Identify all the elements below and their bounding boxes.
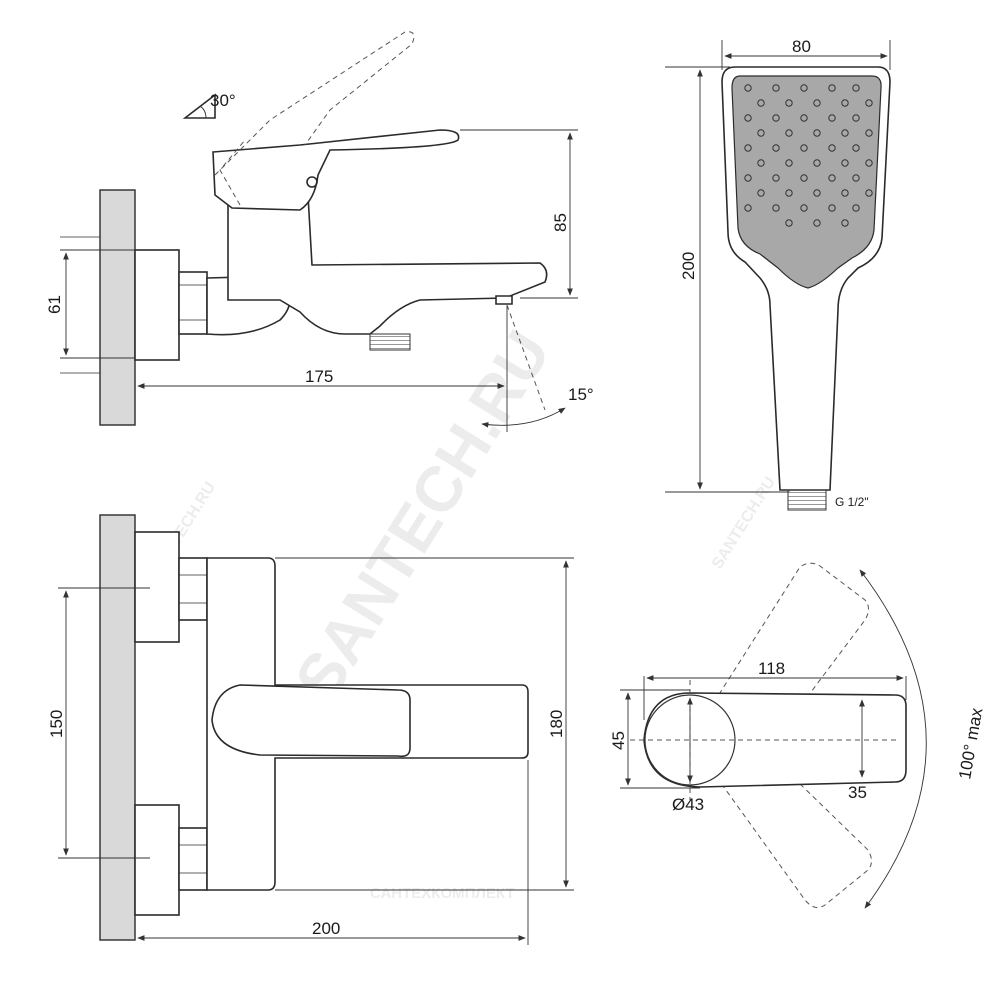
dim-head-width-80: 80 — [792, 37, 811, 56]
lever-side — [212, 129, 460, 211]
nozzle — [744, 174, 752, 182]
dim-height-85: 85 — [551, 213, 570, 232]
lever-view: 118 45 Ø43 35 100° max — [609, 562, 987, 909]
nozzle — [865, 129, 873, 137]
nozzle — [800, 174, 808, 182]
nozzle — [841, 219, 849, 227]
side-view: 30° 85 61 175 15° — [45, 31, 594, 432]
nozzle — [813, 159, 821, 167]
nozzle — [772, 84, 780, 92]
nozzle — [828, 204, 836, 212]
nozzle — [757, 99, 765, 107]
nozzle — [865, 159, 873, 167]
nozzle — [772, 144, 780, 152]
nozzle — [785, 189, 793, 197]
spray-nozzles — [744, 84, 873, 227]
wall-section-top — [99, 514, 136, 941]
nut-top-lower — [178, 827, 208, 891]
top-view: 150 180 200 — [47, 514, 574, 945]
nozzle — [800, 84, 808, 92]
nozzle — [828, 174, 836, 182]
nozzle — [785, 219, 793, 227]
nozzle — [800, 204, 808, 212]
nozzle — [841, 99, 849, 107]
lever-raised-dashed — [214, 31, 415, 176]
dim-width-200: 200 — [312, 919, 340, 938]
nozzle — [813, 99, 821, 107]
nozzle — [772, 204, 780, 212]
spout-angle-label: 15° — [568, 385, 594, 404]
nozzle — [785, 159, 793, 167]
dim-inlet-61: 61 — [45, 295, 64, 314]
wall-flange-top-lower — [134, 804, 180, 916]
nut-top-upper — [178, 557, 208, 621]
nozzle — [744, 114, 752, 122]
dim-diameter-43: Ø43 — [672, 795, 704, 814]
dim-centers-150: 150 — [47, 710, 66, 738]
nozzle — [744, 144, 752, 152]
nozzle — [841, 189, 849, 197]
nozzle — [757, 129, 765, 137]
nozzle — [744, 84, 752, 92]
nozzle — [744, 204, 752, 212]
nozzle — [785, 99, 793, 107]
nozzle — [865, 99, 873, 107]
nozzle — [785, 129, 793, 137]
nozzle — [813, 189, 821, 197]
thread-label: G 1/2" — [835, 495, 869, 509]
nozzle — [841, 159, 849, 167]
nozzle — [852, 114, 860, 122]
nozzle — [828, 84, 836, 92]
shower-head-view: G 1/2" 80 200 — [665, 37, 891, 511]
dim-reach-175: 175 — [305, 367, 333, 386]
nozzle — [813, 129, 821, 137]
dim-lever-height-45: 45 — [609, 731, 628, 750]
nozzle — [828, 144, 836, 152]
nozzle — [852, 204, 860, 212]
dim-handle-35: 35 — [848, 783, 867, 802]
nozzle — [757, 159, 765, 167]
nozzle — [852, 144, 860, 152]
nozzle — [852, 174, 860, 182]
rotation-angle-label: 100° max — [955, 706, 986, 781]
nozzle — [828, 114, 836, 122]
nozzle — [865, 189, 873, 197]
lever-angle-label: 30° — [210, 91, 236, 110]
wall-flange-side — [134, 249, 180, 361]
watermark-small-right: SANTECH.RU — [709, 474, 779, 572]
nozzle — [757, 189, 765, 197]
lever-top — [211, 684, 411, 758]
dim-depth-180: 180 — [547, 710, 566, 738]
nozzle — [813, 219, 821, 227]
dim-head-length-200: 200 — [679, 252, 698, 280]
spout-side — [227, 194, 548, 335]
nozzle — [772, 114, 780, 122]
eccentric-nut-side — [178, 271, 208, 335]
nozzle — [772, 174, 780, 182]
wall-section-side — [99, 189, 136, 426]
shower-spray-face — [731, 75, 882, 289]
nozzle — [800, 114, 808, 122]
watermark-bottom: САНТЕХКОМПЛЕКТ — [370, 885, 515, 902]
dim-lever-length-118: 118 — [758, 659, 785, 678]
nozzle — [841, 129, 849, 137]
nozzle — [852, 84, 860, 92]
nozzle — [800, 144, 808, 152]
wall-flange-top-upper — [134, 531, 180, 643]
